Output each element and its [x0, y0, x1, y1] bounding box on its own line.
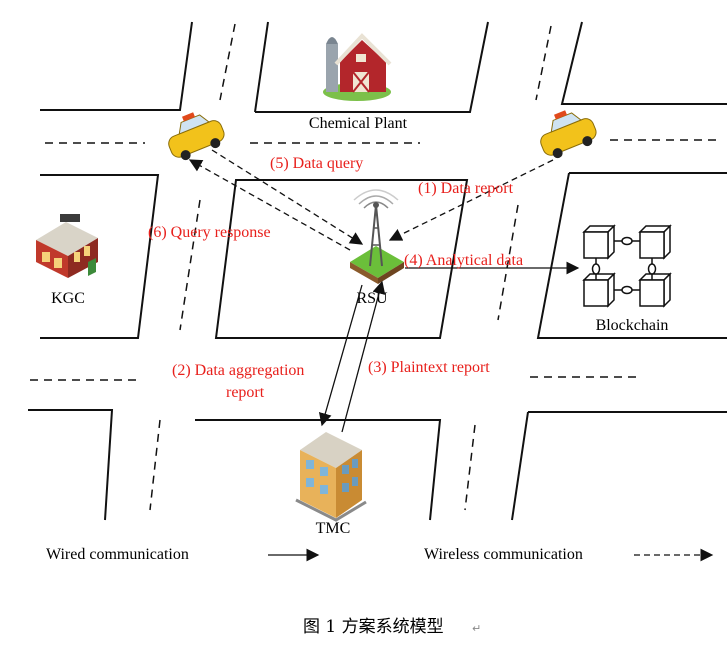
road-bottom-right: [511, 411, 529, 521]
road-top-right: [560, 21, 727, 105]
flow-label-query-response: (6) Query response: [148, 224, 271, 241]
road-bottom-center: [195, 419, 442, 521]
kgc-building-icon: [36, 214, 98, 278]
chemical-plant-label: Chemical Plant: [309, 115, 408, 132]
legend-wired-label: Wired communication: [46, 546, 189, 563]
block-center: [214, 179, 469, 339]
flow-label-plaintext-report: (3) Plaintext report: [368, 359, 490, 376]
tmc-building-icon: [295, 432, 367, 522]
road-top-mid: [255, 21, 489, 113]
road-top-left: [40, 21, 193, 111]
flow-label-analytical-data: (4) Analytical data: [404, 252, 523, 269]
barn-icon: [323, 33, 392, 101]
flow-label-data-report: (1) Data report: [418, 180, 514, 197]
flow-label-data-aggregation-2: report: [226, 384, 265, 401]
kgc-label: KGC: [51, 290, 85, 307]
road-bottom-left: [28, 409, 114, 521]
figure-caption: 图 1 方案系统模型: [303, 617, 444, 637]
road-network: [28, 21, 727, 521]
taxi-icon: [540, 110, 597, 159]
legend-wireless-label: Wireless communication: [424, 546, 583, 563]
flow-label-data-query: (5) Data query: [270, 155, 363, 172]
block-right: [536, 172, 727, 339]
taxi-icon: [168, 112, 225, 161]
arrow-query-response: [188, 159, 351, 251]
block-kgc: [40, 174, 160, 339]
tmc-label: TMC: [316, 520, 351, 537]
arrow-plaintext-report: [341, 280, 386, 433]
rsu-tower-icon: [350, 189, 404, 284]
blockchain-icon: [582, 224, 672, 308]
rsu-label: RSU: [356, 290, 388, 307]
arrow-data-aggregation: [318, 284, 363, 427]
flow-label-data-aggregation: (2) Data aggregation: [172, 362, 304, 379]
arrow-data-report: [388, 159, 554, 241]
road-top-mid-left: [254, 21, 269, 113]
communication-arrows: [188, 149, 580, 433]
paragraph-mark-icon: ↵: [472, 622, 481, 635]
blockchain-label: Blockchain: [596, 317, 669, 334]
